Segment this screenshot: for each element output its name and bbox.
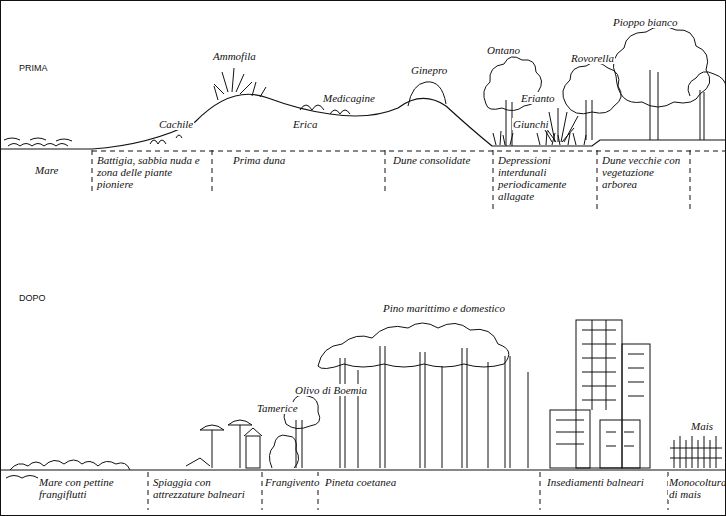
plant-label: Pioppo bianco: [612, 16, 678, 28]
zone-label: Insediamenti balneari: [546, 476, 648, 488]
zone-label: Dune consolidate: [392, 154, 471, 166]
zone-label: Frangivento: [264, 476, 320, 488]
zone-label: Battigia, sabbia nuda e zona delle piant…: [96, 154, 210, 190]
section-title: PRIMA: [18, 62, 49, 74]
plant-label: Erianto: [520, 92, 556, 104]
plant-label: Cachile: [158, 118, 194, 130]
zone-label: Depressioni interdunali periodicamente a…: [497, 154, 595, 202]
plant-label: Erica: [292, 118, 318, 130]
plant-label: Medicagine: [322, 92, 376, 104]
zone-label: Prima duna: [232, 154, 286, 166]
section-title: DOPO: [18, 292, 47, 304]
plant-label: Pino marittimo e domestico: [382, 302, 506, 314]
plant-label: Rovorella: [570, 52, 615, 64]
plant-label: Tamerice: [256, 402, 299, 414]
plant-label: Ammofila: [212, 50, 257, 62]
zone-label: Pineta coetanea: [324, 476, 397, 488]
plant-label: Giunchi: [512, 118, 549, 130]
zone-label: Monocoltura di mais: [668, 476, 722, 500]
plant-label: Mais: [690, 420, 714, 432]
zone-label: Mare: [34, 164, 59, 176]
plant-label: Olivo di Boemia: [294, 384, 368, 396]
plant-label: Ginepro: [410, 64, 448, 76]
zone-label: Spiaggia con attrezzature balneari: [152, 476, 260, 500]
plant-label: Ontano: [486, 44, 521, 56]
zone-label: Mare con pettine frangiflutti: [38, 476, 146, 500]
zone-label: Dune vecchie con vegetazione arborea: [601, 154, 689, 190]
